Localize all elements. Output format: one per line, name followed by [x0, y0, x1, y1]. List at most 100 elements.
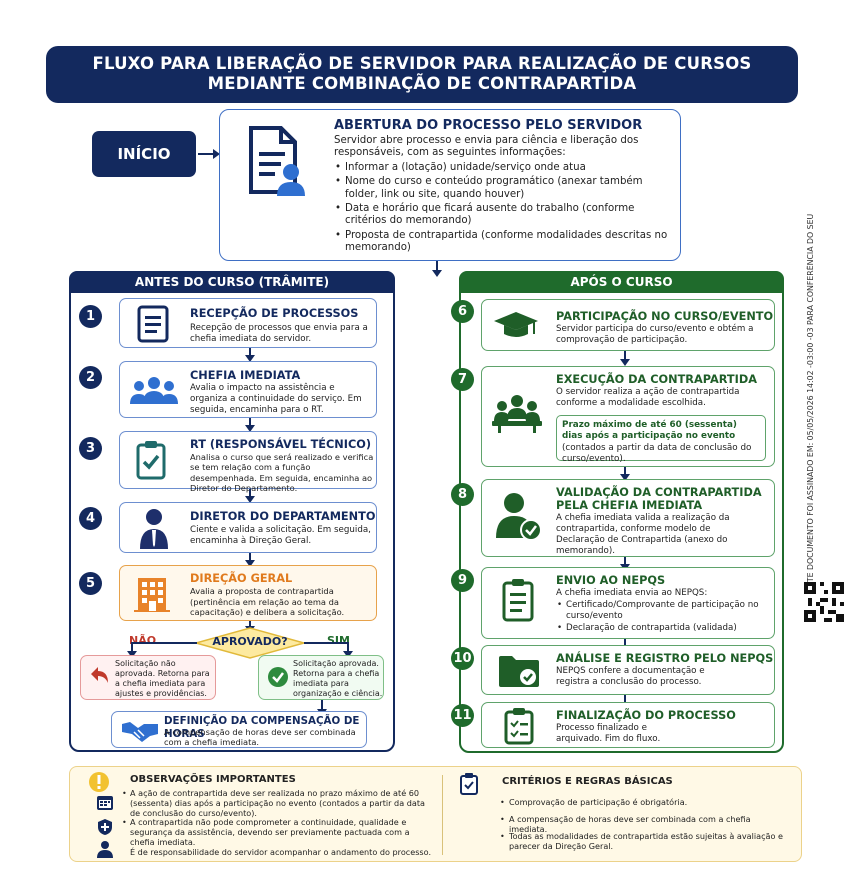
- step-text: Servidor participa do curso/evento e obt…: [556, 324, 754, 345]
- step-number: 1: [79, 305, 102, 328]
- start-arrow: [198, 149, 220, 159]
- clipboard-check-icon: [460, 773, 478, 795]
- send-item: •Declaração de contrapartida (validada): [557, 623, 737, 633]
- opening-item: Proposta de contrapartida (conforme moda…: [334, 230, 674, 255]
- handshake-icon: [122, 722, 158, 742]
- criteria-text: Todas as modalidades de contrapartida es…: [509, 831, 784, 851]
- step-number: 6: [451, 300, 474, 323]
- step-number: 2: [79, 366, 102, 389]
- approved-text: Solicitação aprovada. Retorna para a che…: [293, 659, 383, 698]
- title-line-1: FLUXO PARA LIBERAÇÃO DE SERVIDOR PARA RE…: [92, 54, 752, 73]
- step-nepqs-analysis: ANÁLISE E REGISTRO PELO NEPQS NEPQS conf…: [481, 645, 775, 695]
- step-general-direction: DIREÇÃO GERAL Avalia a proposta de contr…: [119, 565, 377, 621]
- criteria-item: •A compensação de horas deve ser combina…: [500, 814, 751, 834]
- observation-text: É de responsabilidade do servidor acompa…: [130, 847, 432, 857]
- deadline-note: Prazo máximo de até 60 (sessenta) dias a…: [556, 415, 766, 464]
- building-icon: [134, 578, 170, 612]
- folder-check-icon: [499, 656, 539, 687]
- flow-arrow: [620, 557, 630, 571]
- start-node: INÍCIO: [92, 131, 196, 177]
- graduation-cap-icon: [494, 312, 538, 337]
- step-title: PARTICIPAÇÃO NO CURSO/EVENTO: [556, 310, 774, 323]
- opening-arrow: [432, 261, 442, 277]
- meeting-icon: [492, 395, 542, 433]
- qr-code-icon[interactable]: [804, 582, 844, 622]
- flow-arrow: [245, 348, 255, 362]
- rejected-box: Solicitação não aprovada. Retorna para a…: [80, 655, 216, 700]
- criteria-item: •Comprovação de participação é obrigatór…: [500, 797, 688, 807]
- deadline-note-rest: (contados a partir da data de conclusão …: [562, 442, 752, 464]
- document-user-icon: [249, 126, 305, 196]
- step-number: 5: [79, 572, 102, 595]
- warning-icon: [89, 772, 109, 792]
- flow-arrow: [245, 418, 255, 432]
- rejected-text: Solicitação não aprovada. Retorna para a…: [115, 659, 210, 698]
- return-arrow-icon: [91, 667, 108, 683]
- step-immediate-boss: CHEFIA IMEDIATA Avalia o impacto na assi…: [119, 361, 377, 418]
- step-title: DIRETOR DO DEPARTAMENTO: [190, 510, 376, 523]
- no-branch-arrow: [127, 642, 137, 658]
- step-title: RECEPÇÃO DE PROCESSOS: [190, 307, 359, 320]
- step-text: Avalia o impacto na assistência e organi…: [190, 383, 362, 415]
- step-title: FINALIZAÇÃO DO PROCESSO: [556, 709, 736, 722]
- step-text: Recepção de processos que envia para a c…: [190, 323, 368, 344]
- shield-icon: [98, 819, 112, 835]
- clipboard-check-icon: [136, 441, 166, 480]
- step-title: EXECUÇÃO DA CONTRAPARTIDA: [556, 373, 757, 386]
- observation-item: •A contrapartida não pode comprometer a …: [122, 817, 410, 847]
- step-text: A chefia imediata valida a realização da…: [556, 513, 730, 556]
- approved-arrow: [317, 700, 327, 716]
- opening-item: Data e horário que ficará ausente do tra…: [334, 203, 674, 228]
- step-text: O servidor realiza a ação de contraparti…: [556, 387, 740, 408]
- yes-branch-line: [304, 642, 348, 644]
- step-title: CHEFIA IMEDIATA: [190, 369, 301, 382]
- before-course-heading: ANTES DO CURSO (TRÂMITE): [69, 271, 395, 293]
- flow-arrow: [620, 467, 630, 481]
- no-label: NÃO: [129, 634, 157, 647]
- step-number: 7: [451, 368, 474, 391]
- step-participation: PARTICIPAÇÃO NO CURSO/EVENTO Servidor pa…: [481, 299, 775, 351]
- clipboard-done-icon: [504, 708, 534, 745]
- no-branch-line: [131, 642, 197, 644]
- step-number: 11: [451, 704, 474, 727]
- signature-stamp: ESTE DOCUMENTO FOI ASSINADO EM: 05/05/20…: [806, 212, 820, 592]
- step-reception: RECEPÇÃO DE PROCESSOS Recepção de proces…: [119, 298, 377, 348]
- step-title: DIREÇÃO GERAL: [190, 572, 293, 585]
- decision-label: APROVADO?: [212, 635, 288, 648]
- observation-item: É de responsabilidade do servidor acompa…: [122, 847, 432, 857]
- step-text: Analisa o curso que será realizado e ver…: [190, 452, 374, 493]
- step-title: ENVIO AO NEPQS: [556, 574, 666, 587]
- checklist-icon: [502, 579, 534, 622]
- director-icon: [140, 509, 168, 549]
- criteria-heading: CRITÉRIOS E REGRAS BÁSICAS: [502, 776, 673, 787]
- observation-item: •A ação de contrapartida deve ser realiz…: [122, 788, 425, 818]
- person-icon: [97, 841, 113, 858]
- observations-heading: OBSERVAÇÕES IMPORTANTES: [130, 774, 296, 785]
- step-validation: VALIDAÇÃO DA CONTRAPARTIDA PELA CHEFIA I…: [481, 479, 775, 557]
- yes-branch-arrow: [343, 642, 353, 658]
- observation-text: A contrapartida não pode comprometer a c…: [130, 817, 410, 847]
- team-icon: [130, 377, 178, 404]
- step-text: NEPQS confere a documentação e registra …: [556, 666, 705, 687]
- flow-arrow: [620, 351, 630, 366]
- step-finalization: FINALIZAÇÃO DO PROCESSO Processo finaliz…: [481, 702, 775, 748]
- step-text: Avalia a proposta de contrapartida (pert…: [190, 586, 345, 617]
- title-line-2: MEDIANTE COMBINAÇÃO DE CONTRAPARTIDA: [207, 74, 637, 93]
- criteria-text: A compensação de horas deve ser combinad…: [509, 814, 751, 834]
- observation-text: A ação de contrapartida deve ser realiza…: [130, 788, 425, 818]
- step-text: Ciente e valida a solicitação. Em seguid…: [190, 525, 371, 546]
- after-course-heading: APÓS O CURSO: [459, 271, 784, 293]
- flow-arrow: [245, 489, 255, 503]
- criteria-text: Comprovação de participação é obrigatóri…: [509, 797, 688, 807]
- compensation-text: A compensação de horas deve ser combinad…: [164, 727, 356, 747]
- divider: [442, 775, 443, 855]
- decision-diamond: [195, 627, 305, 659]
- opening-list: Informar a (lotação) unidade/serviço ond…: [334, 162, 674, 255]
- step-send-nepqs: ENVIO AO NEPQS A chefia imediata envia a…: [481, 567, 775, 639]
- opening-heading: ABERTURA DO PROCESSO PELO SERVIDOR: [334, 118, 643, 133]
- document-icon: [137, 305, 169, 343]
- approved-box: Solicitação aprovada. Retorna para a che…: [258, 655, 384, 700]
- calendar-icon: [97, 796, 113, 810]
- deadline-note-bold: Prazo máximo de até 60 (sessenta) dias a…: [562, 420, 737, 442]
- opening-intro: Servidor abre processo e envia para ciên…: [334, 135, 639, 159]
